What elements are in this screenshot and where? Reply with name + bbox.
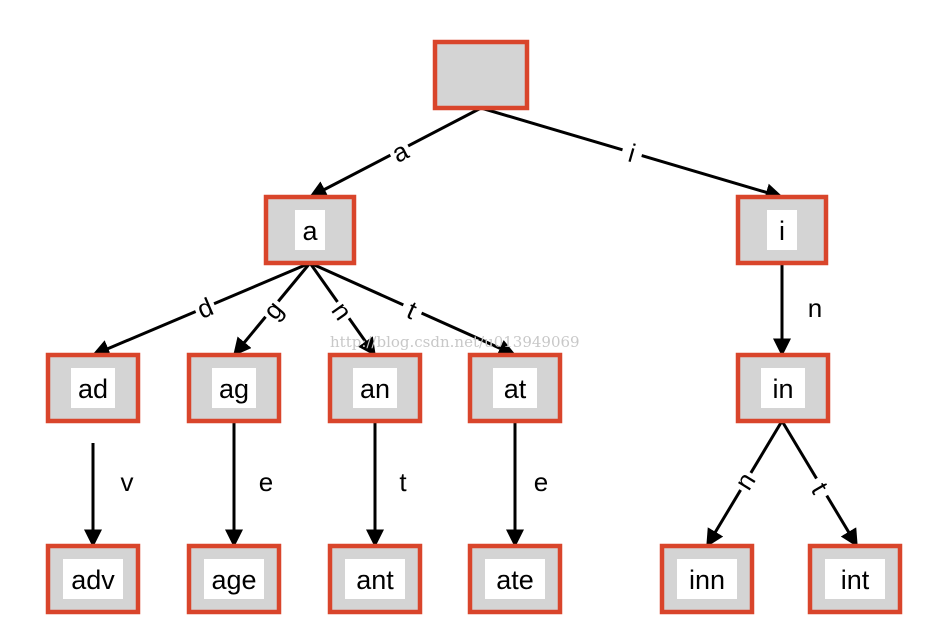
node-label-a: a [302,216,318,246]
node-label-age: age [211,565,256,595]
node-label-bg [71,368,115,408]
node-label-bg [204,559,264,599]
edge-label-bg [397,293,427,327]
node-ant: ant [327,543,423,615]
node-label-bg [345,559,405,599]
edge-label-bg [324,294,360,328]
edge-label-bg [802,472,838,504]
node-ag: ag [186,352,282,424]
node-a: a [263,194,357,266]
nodes: a i ad ag an at in adv age ant ate inn int [45,39,903,615]
node-label-ate: ate [496,565,534,595]
node-label-bg [825,559,885,599]
node-label-bg [212,368,256,408]
edge-label-bg [727,465,763,497]
node-adv: adv [45,543,141,615]
node-label-bg [761,368,805,408]
node-inn: inn [659,543,755,615]
node-label-at: at [504,374,527,404]
node-ate: ate [467,543,563,615]
edge-label-bg [255,293,291,327]
watermark-text: http://blog.csdn.net/u013949069 [330,333,580,351]
edge-label-bg [190,291,220,325]
node-an: an [327,352,423,424]
node-label-int: int [841,565,870,595]
edge-label-ad-adv: v [121,467,134,497]
node-label-bg [485,559,545,599]
node-i: i [735,194,829,266]
node-age: age [186,543,282,615]
node-label-bg [295,210,325,250]
edge-label-an-ant: t [399,467,407,497]
node-at: at [467,352,563,424]
node-label-bg [353,368,397,408]
edge-label-at-ate: e [534,467,548,497]
node-label-an: an [360,374,390,404]
edge-label-ag-age: e [259,467,273,497]
node-label-bg [677,559,737,599]
node-int: int [807,543,903,615]
node-in: in [735,352,831,424]
node-label-in: in [772,374,793,404]
edge-label-i-in: n [808,293,822,323]
node-box-ad [45,352,141,424]
node-box-root [432,39,530,111]
node-label-inn: inn [689,565,725,595]
node-label-i: i [779,216,785,246]
node-label-bg [63,559,123,599]
node-label-ag: ag [219,374,249,404]
edge-label-bg [384,134,416,170]
node-label-ad: ad [78,374,108,404]
node-label-ant: ant [356,565,394,595]
node-label-bg [767,210,797,250]
node-label-bg [493,368,537,408]
edge-label-bg [618,136,646,170]
node-root [432,39,530,111]
node-ad: ad [45,352,141,424]
node-label-adv: adv [71,565,115,595]
